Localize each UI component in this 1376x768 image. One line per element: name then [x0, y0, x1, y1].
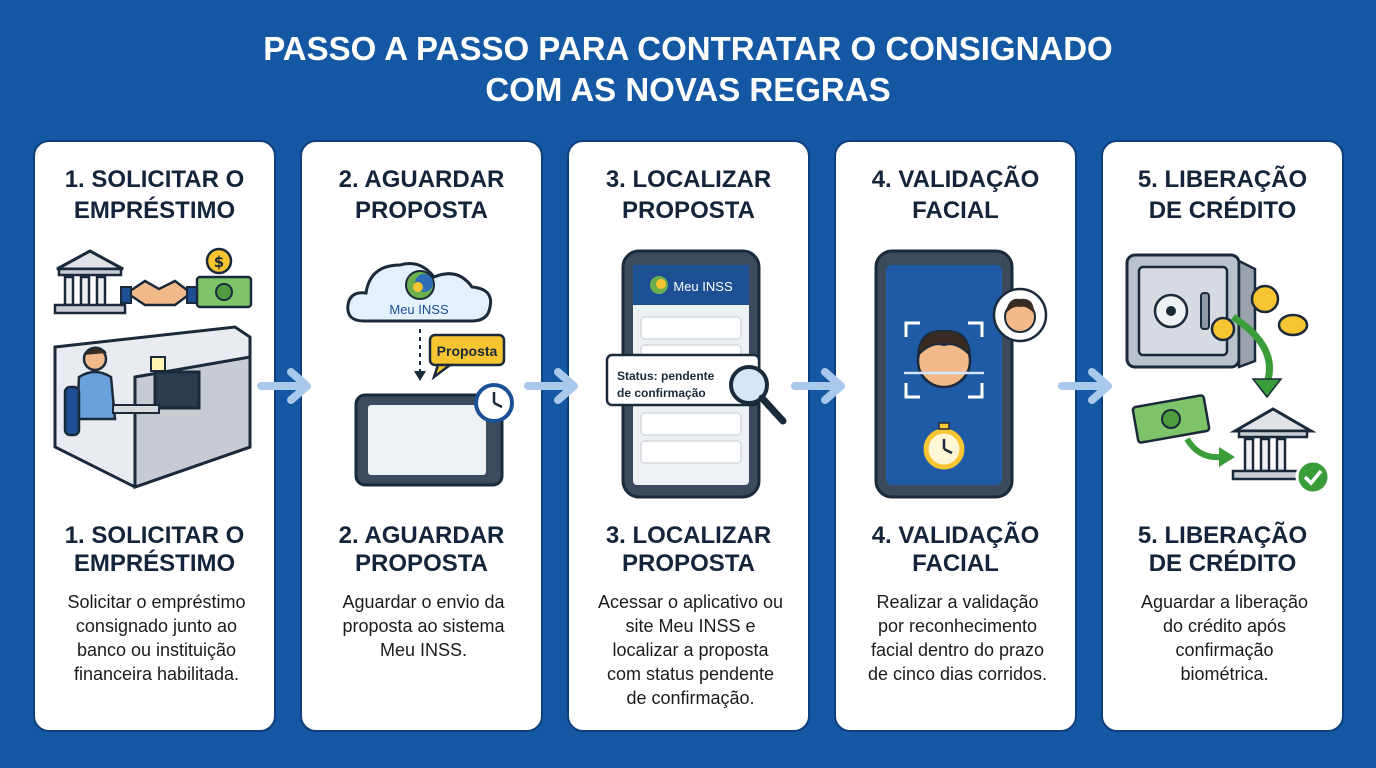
desc-line: localizar a proposta — [612, 640, 769, 660]
arrow-right-icon — [791, 368, 845, 404]
step-heading-line-1: 5. LIBERAÇÃO — [1137, 166, 1308, 193]
desc-line: com status pendente — [606, 664, 775, 684]
step-card-5: 5. LIBERAÇÃO DE CRÉDITO — [1101, 140, 1344, 732]
step-subheading: 5. LIBERAÇÃO DE CRÉDITO — [1103, 522, 1342, 578]
magnifier-icon — [729, 365, 787, 425]
step-heading-line-1: 3. LOCALIZAR — [605, 166, 772, 193]
desc-line: Meu INSS. — [379, 640, 468, 660]
office-worker-icon — [53, 325, 252, 490]
cloud-label: Meu INSS — [389, 302, 449, 317]
desc-line: proposta ao sistema — [342, 616, 505, 636]
desc-line: por reconhecimento — [877, 616, 1038, 636]
coins-icon — [1210, 284, 1309, 342]
page-title: PASSO A PASSO PARA CONTRATAR O CONSIGNAD… — [0, 28, 1376, 110]
tablet-icon — [354, 393, 504, 487]
credit-release-illustration — [1125, 253, 1331, 495]
desc-line: de cinco dias corridos. — [867, 664, 1048, 684]
desc-line: site Meu INSS e — [625, 616, 756, 636]
step-description: Aguardar o envio da proposta ao sistema … — [312, 590, 535, 662]
office-illustration: $ — [53, 247, 253, 490]
step-subheading-line-2: DE CRÉDITO — [1148, 550, 1297, 577]
step-card-2: 2. AGUARDAR PROPOSTA Meu INSS Proposta 2… — [300, 140, 543, 732]
bank-icon — [53, 249, 127, 315]
step-subheading: 2. AGUARDAR PROPOSTA — [302, 522, 541, 578]
status-line-1: Status: pendente — [617, 369, 715, 383]
money-icon — [1131, 394, 1211, 444]
step-heading-line-1: 4. VALIDAÇÃO — [871, 166, 1040, 193]
clock-icon — [474, 383, 514, 423]
step-subheading-line-1: 2. AGUARDAR — [338, 522, 505, 549]
step-card-4: 4. VALIDAÇÃO FACIAL 4. VALIDAÇÃO FACIAL — [834, 140, 1077, 732]
desc-line: Aguardar a liberação — [1140, 592, 1309, 612]
step-subheading-line-2: PROPOSTA — [355, 550, 488, 577]
step-heading-line-2: PROPOSTA — [622, 197, 755, 224]
app-label: Meu INSS — [673, 279, 733, 294]
desc-line: Solicitar o empréstimo — [67, 592, 246, 612]
arrow-right-icon — [257, 368, 311, 404]
step-card-1: 1. SOLICITAR O EMPRÉSTIMO $ — [33, 140, 276, 732]
desc-line: Acessar o aplicativo ou — [597, 592, 784, 612]
step-subheading-line-2: FACIAL — [912, 550, 999, 577]
step-subheading-line-1: 5. LIBERAÇÃO — [1137, 522, 1308, 549]
title-line-2: COM AS NOVAS REGRAS — [485, 71, 891, 108]
step-subheading: 3. LOCALIZAR PROPOSTA — [569, 522, 808, 578]
step-subheading: 1. SOLICITAR O EMPRÉSTIMO — [35, 522, 274, 578]
status-line-2: de confirmação — [617, 386, 706, 400]
proposal-illustration: Meu INSS Proposta — [346, 262, 514, 487]
step-heading-line-2: DE CRÉDITO — [1148, 197, 1297, 224]
avatar-icon — [992, 287, 1048, 343]
search-illustration: Meu INSS Status: pendente de confirmação — [605, 249, 787, 499]
step-subheading-line-1: 4. VALIDAÇÃO — [871, 522, 1040, 549]
desc-line: confirmação — [1175, 640, 1274, 660]
face-validation-illustration — [874, 249, 1048, 499]
step-heading-line-2: EMPRÉSTIMO — [73, 197, 236, 224]
arrow-right-icon — [524, 368, 578, 404]
step-heading-line-1: 2. AGUARDAR — [338, 166, 505, 193]
desc-line: banco ou instituição — [76, 640, 237, 660]
bank-icon — [1229, 407, 1317, 481]
step-heading-line-2: FACIAL — [912, 197, 999, 224]
step-subheading-line-2: EMPRÉSTIMO — [73, 550, 236, 577]
step-subheading-line-1: 1. SOLICITAR O — [64, 522, 245, 549]
handshake-icon — [120, 279, 198, 307]
desc-line: facial dentro do prazo — [870, 640, 1045, 660]
desc-line: Aguardar o envio da — [342, 592, 505, 612]
step-subheading: 4. VALIDAÇÃO FACIAL — [836, 522, 1075, 578]
arrow-right-icon — [1058, 368, 1112, 404]
face-scan-icon — [904, 321, 984, 399]
desc-line: do crédito após — [1162, 616, 1287, 636]
step-description: Acessar o aplicativo ou site Meu INSS e … — [579, 590, 802, 710]
proposal-bubble: Proposta — [428, 333, 506, 381]
cloud-icon: Meu INSS — [346, 262, 493, 323]
desc-line: de confirmação. — [626, 688, 755, 708]
step-description: Solicitar o empréstimo consignado junto … — [45, 590, 268, 686]
bubble-label: Proposta — [437, 343, 498, 359]
step-description: Aguardar a liberação do crédito após con… — [1113, 590, 1336, 686]
desc-line: consignado junto ao — [75, 616, 238, 636]
step-heading: 4. VALIDAÇÃO FACIAL — [836, 164, 1075, 226]
step-card-3: 3. LOCALIZAR PROPOSTA Meu INSS Status: p… — [567, 140, 810, 732]
status-card: Status: pendente de confirmação — [605, 353, 761, 407]
desc-line: biométrica. — [1180, 664, 1269, 684]
stopwatch-icon — [923, 422, 965, 470]
step-heading: 1. SOLICITAR O EMPRÉSTIMO — [35, 164, 274, 226]
desc-line: Realizar a validação — [876, 592, 1039, 612]
svg-text:$: $ — [214, 253, 224, 271]
desc-line: financeira habilitada. — [73, 664, 240, 684]
step-subheading-line-1: 3. LOCALIZAR — [605, 522, 772, 549]
step-heading-line-2: PROPOSTA — [355, 197, 488, 224]
step-description: Realizar a validação por reconhecimento … — [846, 590, 1069, 686]
title-line-1: PASSO A PASSO PARA CONTRATAR O CONSIGNAD… — [263, 30, 1113, 67]
step-subheading-line-2: PROPOSTA — [622, 550, 755, 577]
step-heading: 3. LOCALIZAR PROPOSTA — [569, 164, 808, 226]
step-heading: 5. LIBERAÇÃO DE CRÉDITO — [1103, 164, 1342, 226]
step-heading: 2. AGUARDAR PROPOSTA — [302, 164, 541, 226]
step-heading-line-1: 1. SOLICITAR O — [64, 166, 245, 193]
check-icon — [1295, 459, 1331, 495]
safe-icon — [1125, 253, 1257, 369]
money-icon: $ — [195, 247, 253, 309]
